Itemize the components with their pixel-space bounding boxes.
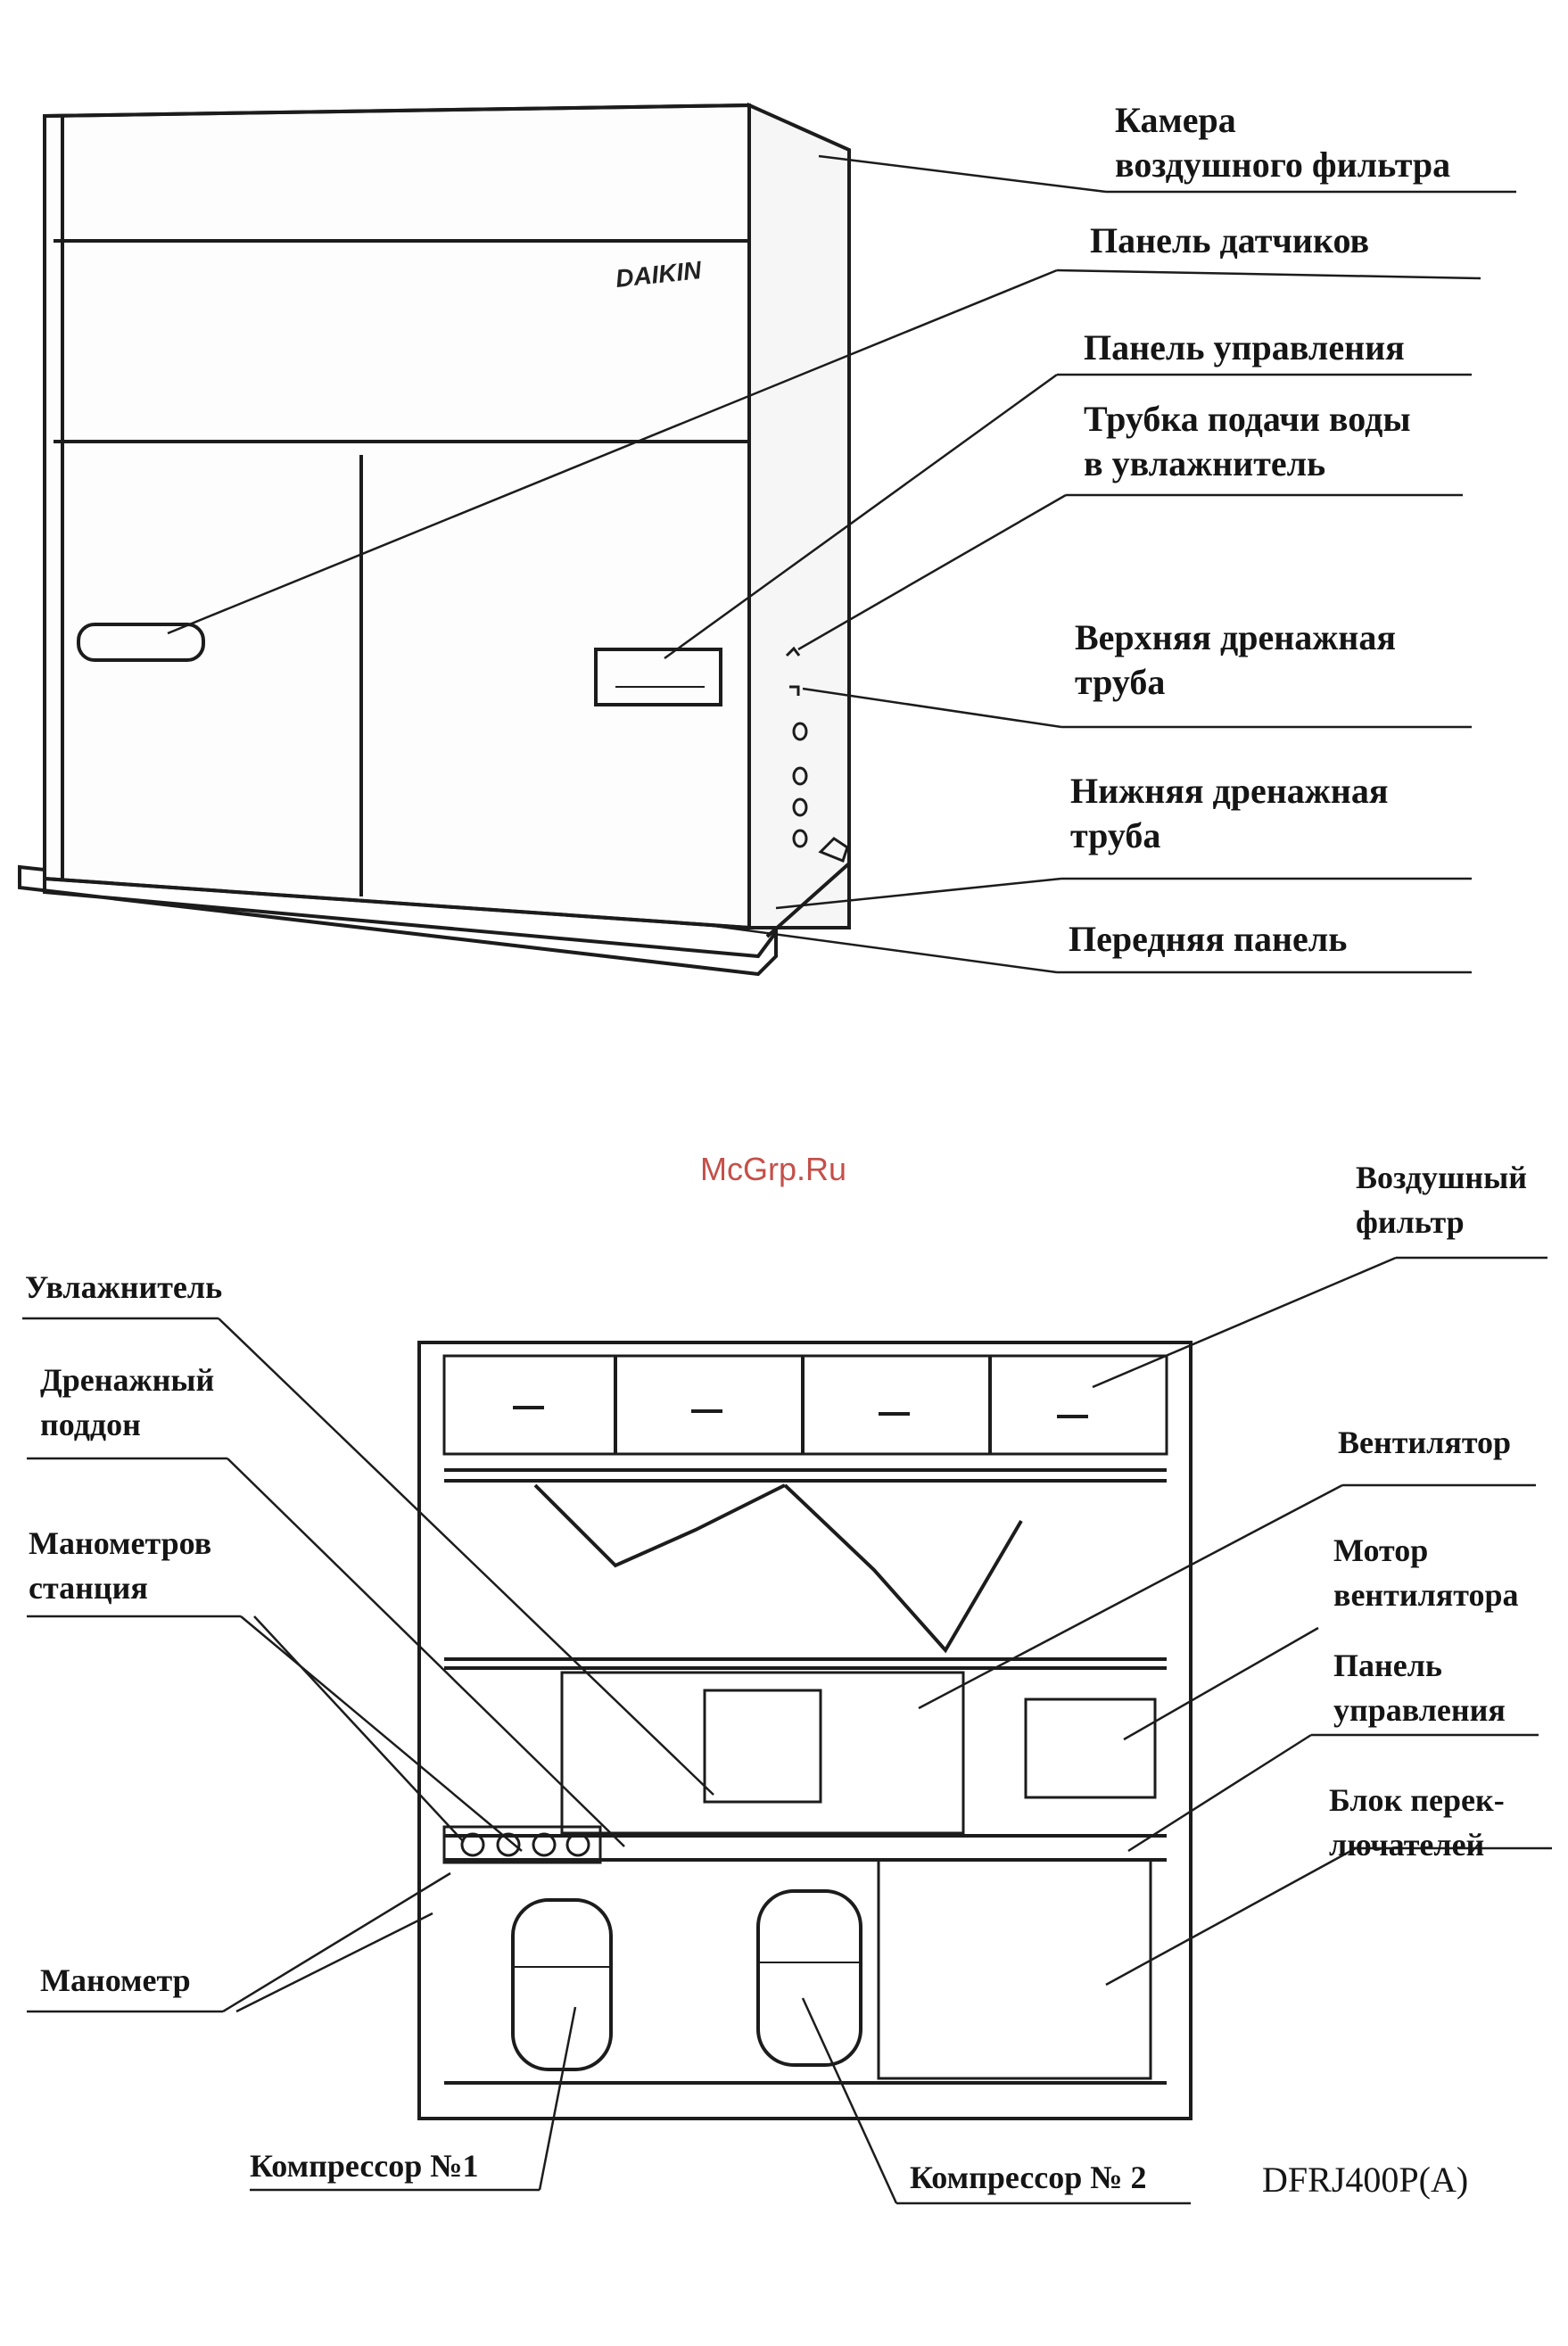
label-sensor-panel: Панель датчиков xyxy=(1090,220,1370,260)
label-compressor-1: Компрессор №1 xyxy=(250,2148,479,2184)
label-compressor-2: Компрессор № 2 xyxy=(910,2160,1147,2195)
model-code: DFRJ400P(A) xyxy=(1262,2160,1469,2200)
label-fan: Вентилятор xyxy=(1338,1425,1512,1460)
label-front-panel: Передняя панель xyxy=(1069,919,1348,959)
label-pressure-gauge: Манометр xyxy=(40,1962,191,1998)
label-humidifier: Увлажнитель xyxy=(25,1269,223,1305)
top-leader-lines xyxy=(167,154,1516,974)
unit-interior-drawing xyxy=(417,1341,1193,2120)
label-control-panel-top: Панель управления xyxy=(1084,327,1405,368)
unit-exterior-drawing xyxy=(18,102,851,977)
bottom-leader-lines xyxy=(22,1256,1552,2205)
label-switch-block: Блок перек-лючателей xyxy=(1329,1782,1505,1863)
watermark: McGrp.Ru xyxy=(700,1151,847,1187)
